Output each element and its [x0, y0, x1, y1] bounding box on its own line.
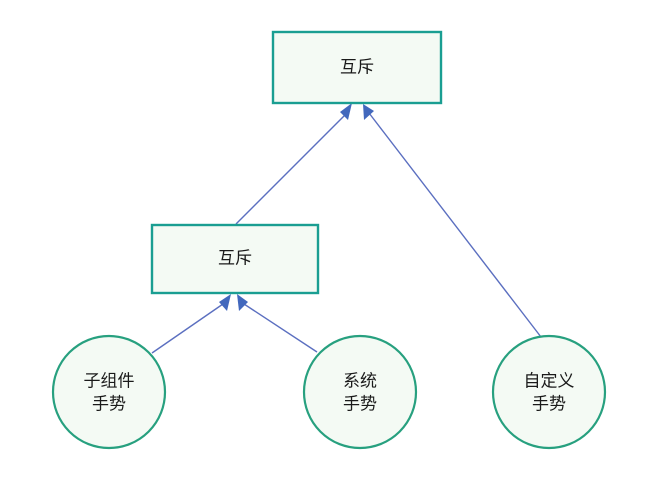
node-middle-box[interactable]: 互斥	[150, 223, 320, 295]
edge-line	[151, 303, 224, 354]
node-custom-gesture-circle[interactable]: 自定义 手势	[491, 334, 607, 450]
node-system-gesture-circle[interactable]: 系统 手势	[302, 334, 418, 450]
node-child-gesture-circle[interactable]: 子组件 手势	[51, 334, 167, 450]
top-box-label: 互斥	[340, 57, 374, 76]
edge-line	[243, 303, 318, 353]
arrowhead-icon	[340, 103, 352, 120]
edge-middle-box-to-top-box	[235, 103, 352, 225]
edge-custom-gesture-to-top-box	[363, 104, 542, 338]
middle-box-shape[interactable]	[150, 223, 320, 295]
custom-gesture-label-line2: 手势	[532, 394, 566, 413]
top-box-shape[interactable]	[271, 30, 443, 105]
custom-gesture-circle-shape[interactable]	[491, 334, 607, 450]
edge-line	[235, 112, 348, 225]
edge-system-gesture-to-middle-box	[237, 294, 318, 353]
child-gesture-label-line2: 手势	[92, 394, 126, 413]
edge-line	[368, 112, 542, 338]
node-top-box[interactable]: 互斥	[271, 30, 443, 105]
arrowhead-icon	[363, 104, 374, 120]
child-gesture-circle-shape[interactable]	[51, 334, 167, 450]
system-gesture-circle-shape[interactable]	[302, 334, 418, 450]
middle-box-label: 互斥	[218, 248, 252, 267]
arrowhead-icon	[219, 294, 231, 311]
custom-gesture-label-line1: 自定义	[524, 371, 575, 390]
arrowhead-icon	[237, 294, 248, 311]
child-gesture-label-line1: 子组件	[84, 371, 135, 390]
system-gesture-label-line1: 系统	[343, 371, 377, 390]
system-gesture-label-line2: 手势	[343, 394, 377, 413]
edge-child-gesture-to-middle-box	[151, 294, 231, 354]
